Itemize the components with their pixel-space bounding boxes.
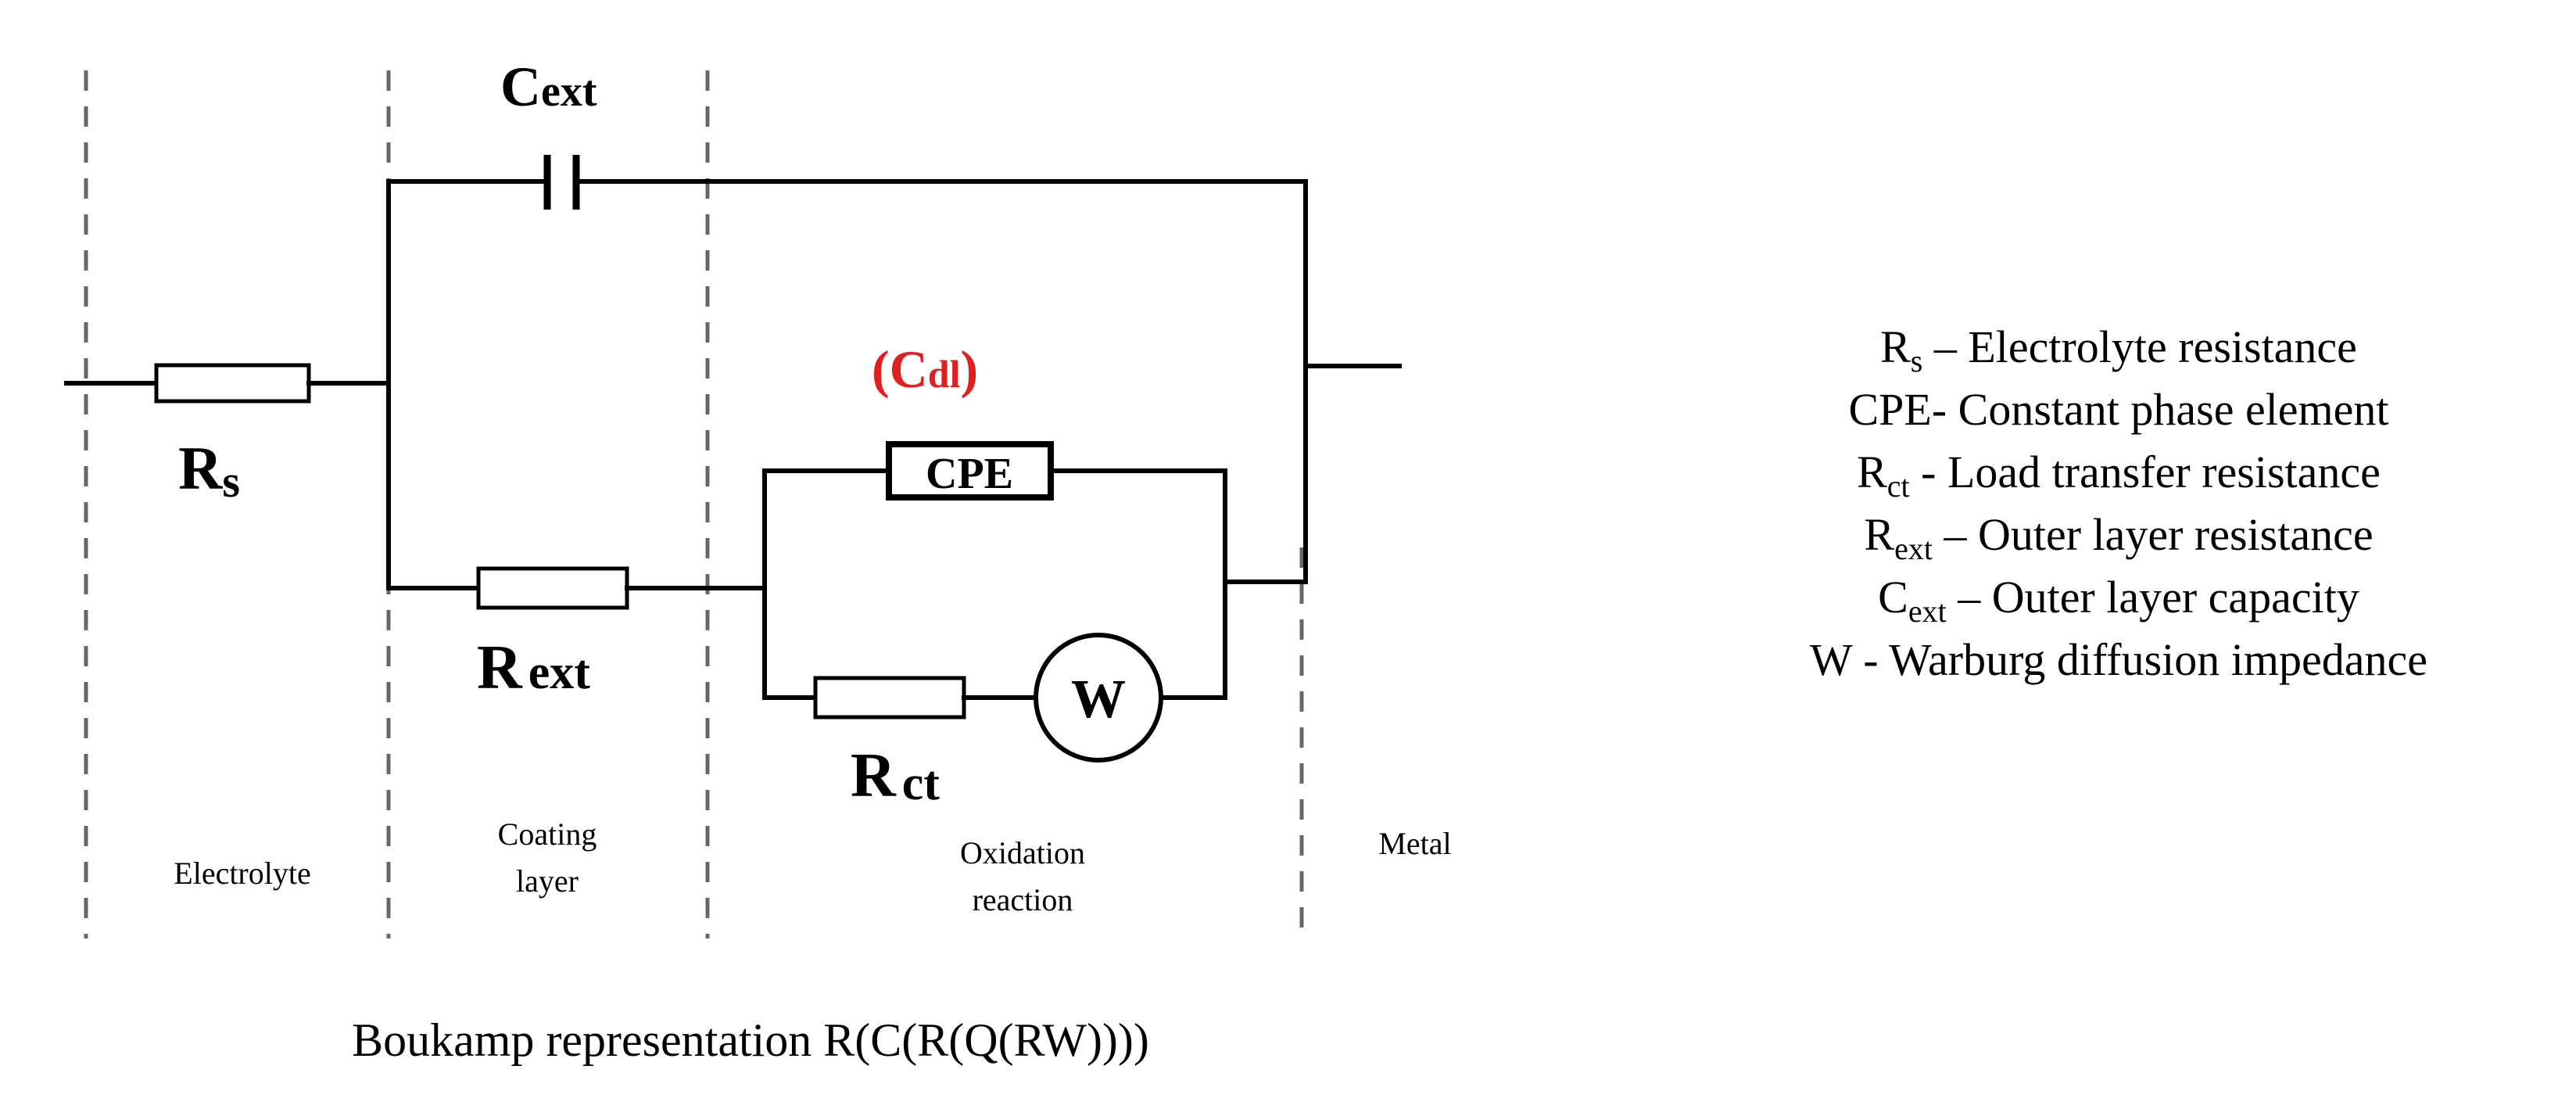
cdl-label-main: C [890,339,928,399]
legend-item-rs-sub: s [1911,343,1923,379]
legend-item-rct: Rct - Load transfer resistance [1857,447,2381,504]
cdl-label-open: ( [872,339,890,399]
cpe-label: CPE [926,450,1013,498]
cdl-label-close: ) [960,339,978,399]
legend-item-warburg: W - Warburg diffusion impedance [1810,634,2427,685]
legend-item-rct-sub: ct [1887,468,1910,504]
legend-item-rs-text: – Electrolyte resistance [1922,321,2357,372]
legend-item-rext-text: – Outer layer resistance [1933,509,2374,560]
region-label-oxidation-line1: Oxidation [960,835,1085,870]
boukamp-caption: Boukamp representation R(C(R(Q(RW)))) [352,1014,1149,1066]
region-label-oxidation-line2: reaction [973,882,1073,917]
legend-item-warburg-symbol: W [1810,634,1853,685]
legend-item-cext: Cext – Outer layer capacity [1878,572,2359,629]
rct-label-main: R [851,741,897,810]
warburg-label: W [1071,669,1126,730]
legend-item-cpe-symbol: CPE [1848,384,1931,435]
legend-item-rct-symbol: R [1857,447,1887,497]
cext-label-sub: ext [541,67,597,116]
legend-item-rext-symbol: R [1864,509,1894,560]
region-label-electrolyte: Electrolyte [174,856,310,891]
rs-resistor [154,363,311,404]
rs-label-sub: s [222,456,240,507]
cext-label-main: C [500,56,541,118]
rext-label-main: R [477,633,523,702]
legend-item-cext-sub: ext [1908,594,1947,629]
legend-item-cext-symbol: C [1878,572,1908,623]
rs-label: Rs [178,434,240,507]
rct-label-sub: ct [902,757,940,810]
region-label-metal: Metal [1378,826,1451,861]
legend-item-cext-text: – Outer layer capacity [1947,572,2359,623]
cdl-label-sub: dl [928,352,961,396]
region-label-coating-line2: layer [516,863,579,899]
cdl-label: (Cdl) [872,339,978,399]
legend-item-cpe: CPE- Constant phase element [1848,384,2388,435]
rext-label-sub: ext [528,646,591,699]
legend-item-rs: Rs – Electrolyte resistance [1880,321,2357,379]
rct-resistor [813,676,966,719]
legend: Rs – Electrolyte resistance CPE- Constan… [1810,321,2427,685]
legend-item-rs-symbol: R [1880,321,1911,372]
legend-item-warburg-text: - Warburg diffusion impedance [1852,634,2427,685]
rs-label-main: R [178,434,224,502]
legend-item-rext-sub: ext [1894,531,1933,566]
legend-item-rext: Rext – Outer layer resistance [1864,509,2373,566]
region-label-coating-line1: Coating [498,816,597,852]
cext-label: Cext [500,56,597,118]
legend-item-rct-text: - Load transfer resistance [1910,447,2381,497]
legend-item-cpe-text: - Constant phase element [1932,384,2389,435]
rext-resistor [476,566,629,610]
